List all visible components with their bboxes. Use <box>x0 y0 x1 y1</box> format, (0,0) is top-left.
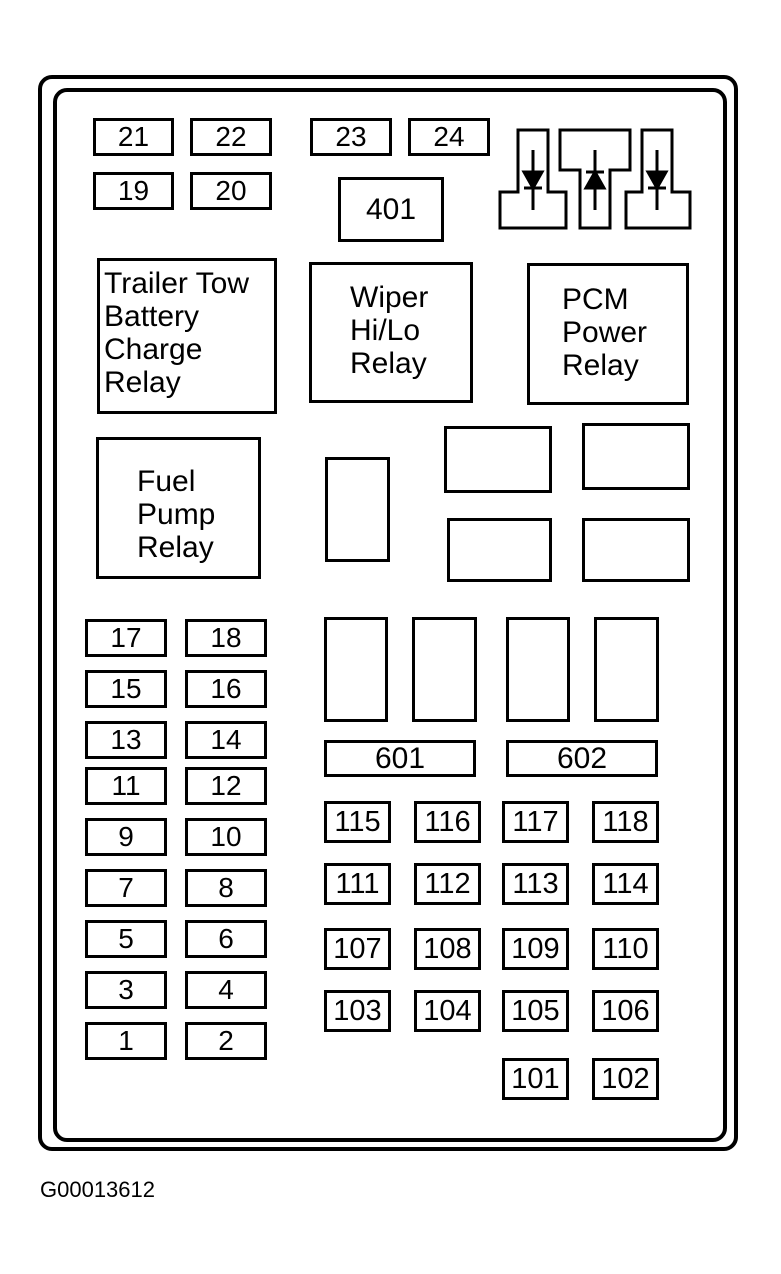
fuse-5: 5 <box>85 920 167 958</box>
fuse-3: 3 <box>85 971 167 1009</box>
fuse-109: 109 <box>502 928 569 970</box>
trailer-tow-battery-charge-relay: Trailer Tow Battery Charge Relay <box>97 258 277 414</box>
fuse-101: 101 <box>502 1058 569 1100</box>
pcm-power-relay: PCM Power Relay <box>527 263 689 405</box>
fuse-113: 113 <box>502 863 569 905</box>
fuse-17: 17 <box>85 619 167 657</box>
fuse-111: 111 <box>324 863 391 905</box>
fuse-9: 9 <box>85 818 167 856</box>
fuse-105: 105 <box>502 990 569 1032</box>
fuse-7: 7 <box>85 869 167 907</box>
empty-slot <box>325 457 390 562</box>
fuel-pump-relay: Fuel Pump Relay <box>96 437 261 579</box>
fuse-6: 6 <box>185 920 267 958</box>
fuse-19: 19 <box>93 172 174 210</box>
figure-id: G00013612 <box>40 1177 155 1202</box>
fuse-21: 21 <box>93 118 174 156</box>
fuse-10: 10 <box>185 818 267 856</box>
wiper-hi-lo-relay: Wiper Hi/Lo Relay <box>309 262 473 403</box>
fuse-114: 114 <box>592 863 659 905</box>
empty-slot <box>582 518 690 582</box>
fuse-102: 102 <box>592 1058 659 1100</box>
fuse-117: 117 <box>502 801 569 843</box>
fuse-601: 601 <box>324 740 476 777</box>
fuse-107: 107 <box>324 928 391 970</box>
empty-slot <box>444 426 552 493</box>
fuse-401: 401 <box>338 177 444 242</box>
fuse-108: 108 <box>414 928 481 970</box>
fuse-24: 24 <box>408 118 490 156</box>
diode-2 <box>558 128 632 230</box>
fuse-11: 11 <box>85 767 167 805</box>
empty-slot <box>447 518 552 582</box>
fuse-8: 8 <box>185 869 267 907</box>
fuse-2: 2 <box>185 1022 267 1060</box>
fuse-104: 104 <box>414 990 481 1032</box>
fuse-23: 23 <box>310 118 392 156</box>
fuse-15: 15 <box>85 670 167 708</box>
fuse-16: 16 <box>185 670 267 708</box>
empty-slot <box>412 617 477 722</box>
fuse-116: 116 <box>414 801 481 843</box>
fuse-4: 4 <box>185 971 267 1009</box>
diode-3 <box>624 128 692 230</box>
empty-slot <box>582 423 690 490</box>
fuse-115: 115 <box>324 801 391 843</box>
diode-1 <box>498 128 568 230</box>
fuse-1: 1 <box>85 1022 167 1060</box>
fuse-602: 602 <box>506 740 658 777</box>
fuse-118: 118 <box>592 801 659 843</box>
fuse-103: 103 <box>324 990 391 1032</box>
empty-slot <box>506 617 570 722</box>
fuse-14: 14 <box>185 721 267 759</box>
fuse-box-inner-frame <box>53 88 727 1142</box>
fuse-112: 112 <box>414 863 481 905</box>
fuse-22: 22 <box>190 118 272 156</box>
fuse-box-outer-frame <box>38 75 738 1151</box>
fuse-12: 12 <box>185 767 267 805</box>
fuse-110: 110 <box>592 928 659 970</box>
empty-slot <box>594 617 659 722</box>
fuse-13: 13 <box>85 721 167 759</box>
fuse-20: 20 <box>190 172 272 210</box>
fuse-18: 18 <box>185 619 267 657</box>
fuse-106: 106 <box>592 990 659 1032</box>
empty-slot <box>324 617 388 722</box>
